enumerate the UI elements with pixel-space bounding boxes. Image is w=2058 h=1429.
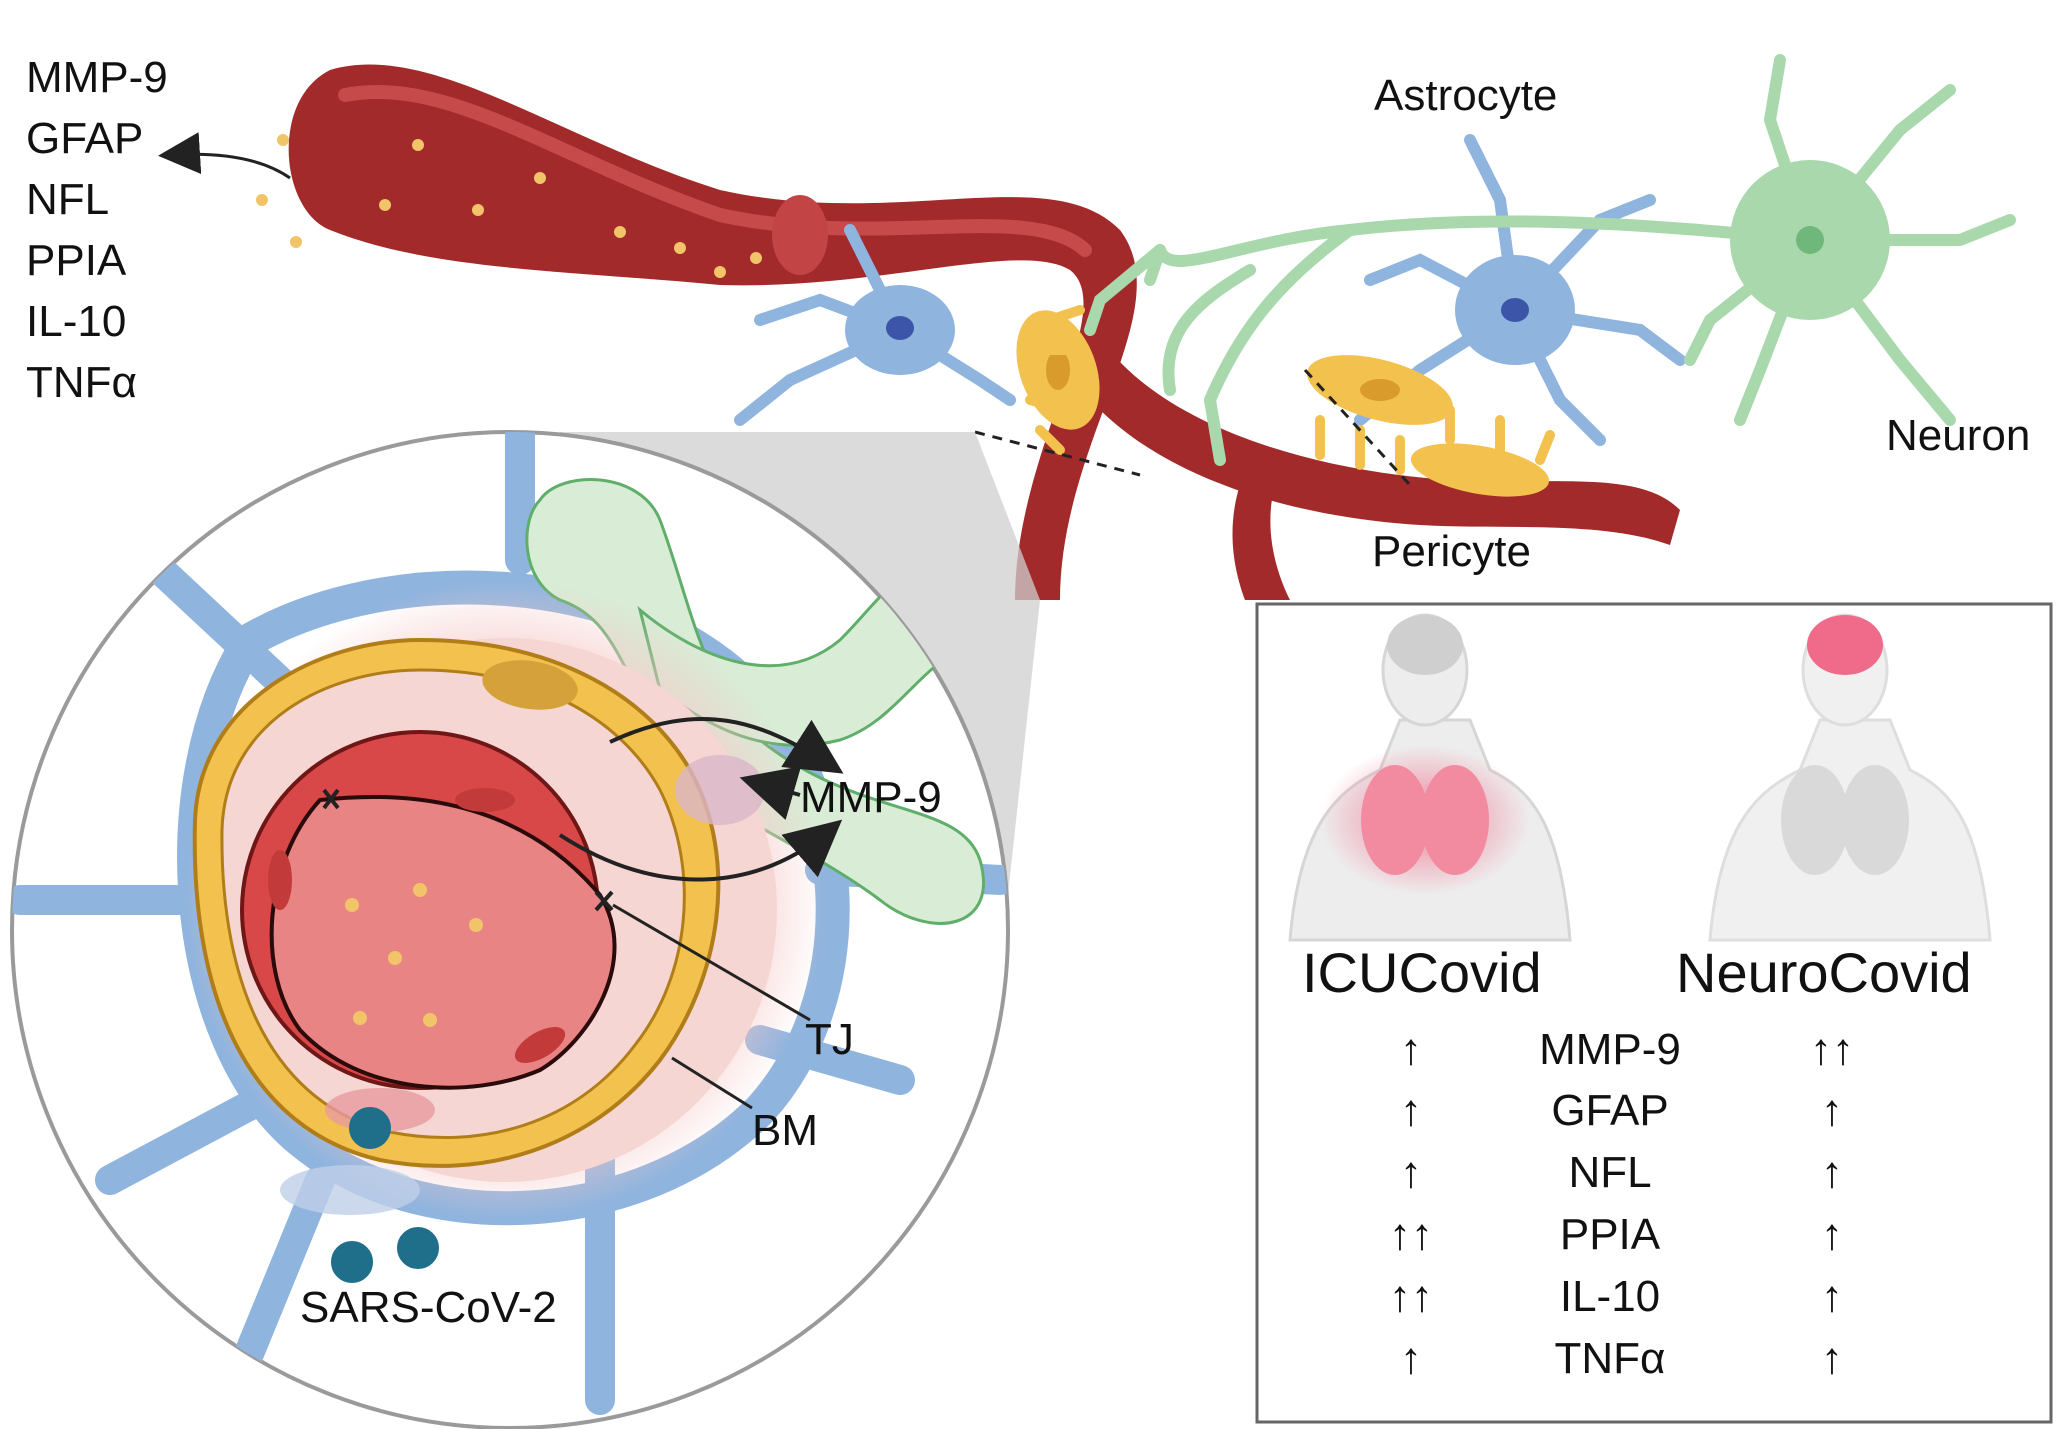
icu-level: ↑	[1400, 1148, 1422, 1197]
neuro-level: ↑	[1821, 1334, 1843, 1383]
neuro-level: ↑	[1821, 1210, 1843, 1259]
brain-icon	[1387, 615, 1463, 675]
neuron-nucleus	[1796, 226, 1824, 254]
virus-label: SARS-CoV-2	[300, 1283, 557, 1332]
zoom-circle	[10, 430, 1010, 1429]
neuro-level: ↑	[1821, 1272, 1843, 1321]
marker-item: TNFα	[26, 358, 137, 407]
mmp9-arrow	[558, 819, 843, 882]
marker-list: MMP-9 GFAP NFL PPIA IL-10 TNFα	[26, 53, 168, 407]
icu-level: ↑↑	[1389, 1210, 1433, 1259]
marker-item: NFL	[26, 175, 109, 224]
neuro-column-title: NeuroCovid	[1676, 941, 1972, 1004]
marker-item: MMP-9	[26, 53, 168, 102]
bm-leader	[671, 1056, 753, 1110]
marker-item: GFAP	[26, 114, 143, 163]
pericyte-cell	[1307, 355, 1555, 497]
neuron-label: Neuron	[1886, 411, 2030, 460]
comparison-panel: ICUCovid NeuroCovid ↑ MMP-9 ↑↑ ↑ GFAP ↑ …	[1255, 602, 2053, 1424]
vessel-particles	[379, 139, 762, 278]
bm-label: BM	[752, 1106, 818, 1155]
marker-item: IL-10	[26, 297, 126, 346]
mmp9-zoom-label: MMP-9	[800, 773, 942, 822]
lungs-icon	[1781, 765, 1849, 875]
release-arrow	[158, 132, 291, 180]
marker-name: GFAP	[1551, 1086, 1668, 1135]
comparison-rows: ↑ MMP-9 ↑↑ ↑ GFAP ↑ ↑ NFL ↑ ↑↑ PPIA ↑ ↑↑…	[1389, 1025, 1854, 1383]
marker-name: PPIA	[1560, 1210, 1661, 1259]
astrocyte-label: Astrocyte	[1374, 71, 1557, 120]
neuro-level: ↑↑	[1810, 1025, 1854, 1074]
marker-name: IL-10	[1560, 1272, 1660, 1321]
astrocyte-nucleus-left	[886, 316, 914, 340]
tj-label: TJ	[805, 1015, 854, 1064]
mmp9-arrow	[739, 766, 802, 821]
icu-level: ↑	[1400, 1086, 1422, 1135]
pericyte-cell	[1016, 305, 1100, 455]
mmp9-arrow	[609, 716, 844, 774]
icu-level: ↑	[1400, 1334, 1422, 1383]
section-line	[1303, 368, 1412, 487]
marker-name: NFL	[1568, 1148, 1651, 1197]
icu-level: ↑	[1400, 1025, 1422, 1074]
icu-level: ↑↑	[1389, 1272, 1433, 1321]
marker-name: MMP-9	[1539, 1025, 1681, 1074]
icu-column-title: ICUCovid	[1302, 941, 1542, 1004]
neuro-level: ↑	[1821, 1148, 1843, 1197]
astrocyte-nucleus	[1501, 298, 1529, 322]
neuro-body-figure	[1708, 613, 1992, 942]
neuro-level: ↑	[1821, 1086, 1843, 1135]
marker-name: TNFα	[1555, 1334, 1666, 1383]
icu-body-figure	[1288, 613, 1572, 942]
brain-icon	[1807, 615, 1883, 675]
marker-item: PPIA	[26, 236, 127, 285]
virus-icon	[331, 1107, 439, 1283]
tj-leader	[612, 903, 811, 1022]
pericyte-label: Pericyte	[1372, 527, 1531, 576]
